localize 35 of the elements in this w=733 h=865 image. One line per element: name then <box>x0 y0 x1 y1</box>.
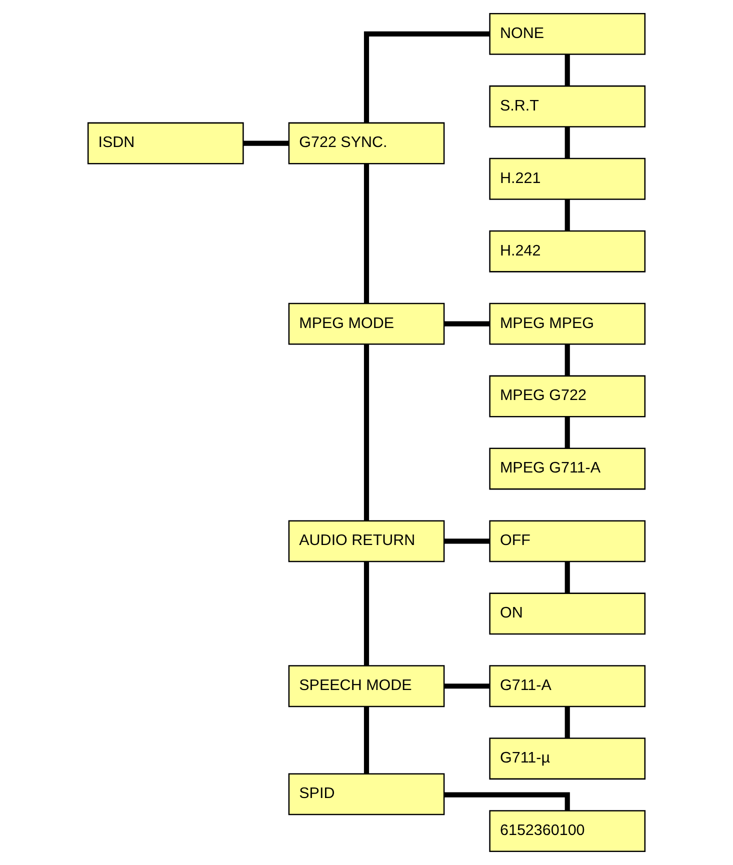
connector <box>564 344 570 376</box>
connector <box>564 562 570 594</box>
connector <box>364 706 370 774</box>
connector <box>444 792 570 810</box>
connector <box>364 562 370 666</box>
node-box: G711-A <box>489 665 646 708</box>
node-box: AUDIO RETURN <box>288 520 445 562</box>
node-box: S.R.T <box>489 85 646 128</box>
connector <box>364 31 490 123</box>
connector <box>243 140 289 146</box>
node-box: 6152360100 <box>489 810 646 852</box>
connector <box>564 54 570 86</box>
connector <box>564 126 570 158</box>
node-box: MPEG G711-A <box>489 448 646 490</box>
connector <box>444 321 490 326</box>
connector <box>564 416 570 448</box>
connector <box>364 164 370 304</box>
node-box: MPEG MPEG <box>489 302 646 345</box>
node-box: OFF <box>489 520 646 562</box>
node-box: H.242 <box>489 230 646 272</box>
node-box: MPEG G722 <box>489 375 646 418</box>
node-box: ISDN <box>87 122 244 164</box>
node-box: SPEECH MODE <box>288 665 445 708</box>
node-box: NONE <box>489 12 646 55</box>
connector <box>364 344 370 521</box>
node-box: SPID <box>288 773 445 816</box>
node-box: MPEG MODE <box>288 302 445 345</box>
connector <box>444 684 490 689</box>
node-box: H.221 <box>489 158 646 200</box>
node-box: ON <box>489 592 646 635</box>
node-box: G722 SYNC. <box>288 122 445 164</box>
connector <box>564 706 570 738</box>
connector <box>444 538 490 544</box>
node-box: G711-µ <box>489 738 646 780</box>
connector <box>564 199 570 231</box>
